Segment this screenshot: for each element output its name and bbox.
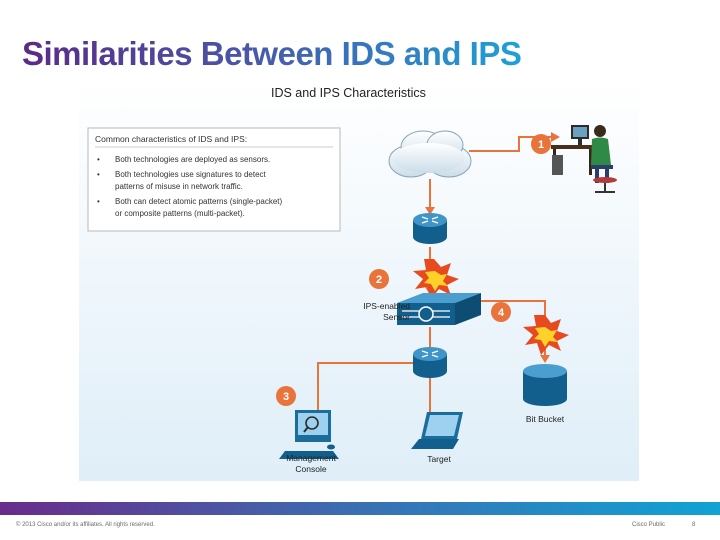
bit-bucket-label: Bit Bucket <box>526 414 565 424</box>
router-icon <box>413 213 447 244</box>
footer-bar <box>0 502 720 515</box>
box-heading: Common characteristics of IDS and IPS: <box>95 134 247 144</box>
attacker-workstation-icon <box>551 125 617 193</box>
ips-sensor-icon <box>397 293 481 325</box>
page-number: 8 <box>692 522 696 528</box>
router-icon <box>413 347 447 378</box>
callout-3: 3 <box>276 386 296 406</box>
burst-icon <box>413 259 459 299</box>
management-label-line2: Console <box>295 464 326 474</box>
callout-4: 4 <box>491 302 511 322</box>
burst-icon <box>523 315 569 355</box>
laptop-icon <box>411 412 463 449</box>
figure-title: IDS and IPS Characteristics <box>271 86 426 100</box>
bullet-marker: • <box>97 170 100 179</box>
management-console-icon <box>279 410 339 459</box>
callout-2-label: 2 <box>376 274 382 286</box>
bullet-marker: • <box>97 197 100 206</box>
sensor-label-line1: IPS-enabled <box>363 301 410 311</box>
diagram-figure: IDS and IPS Characteristics Common chara… <box>79 79 639 481</box>
slide-title: Similarities Between IDS and IPS <box>22 35 522 72</box>
callout-3-label: 3 <box>283 391 289 403</box>
box-line-3: patterns of misuse in network traffic. <box>115 182 243 191</box>
database-icon <box>523 364 567 406</box>
box-line-4: Both can detect atomic patterns (single-… <box>115 197 283 206</box>
callout-1-label: 1 <box>538 139 544 151</box>
cloud-icon <box>388 130 472 178</box>
characteristics-box: Common characteristics of IDS and IPS: •… <box>87 127 341 232</box>
callout-2: 2 <box>369 269 389 289</box>
callout-1: 1 <box>531 134 551 154</box>
box-line-1: Both technologies are deployed as sensor… <box>115 155 270 164</box>
box-line-5: or composite patterns (multi-packet). <box>115 209 245 218</box>
sensor-label-line2: Sensor <box>383 312 410 322</box>
management-label-line1: Management <box>286 453 336 463</box>
classification-label: Cisco Public <box>632 522 666 528</box>
box-line-2: Both technologies use signatures to dete… <box>115 170 267 179</box>
callout-4-label: 4 <box>498 307 505 319</box>
bullet-marker: • <box>97 155 100 164</box>
target-label: Target <box>427 454 451 464</box>
copyright-text: © 2013 Cisco and/or its affiliates. All … <box>16 522 155 528</box>
